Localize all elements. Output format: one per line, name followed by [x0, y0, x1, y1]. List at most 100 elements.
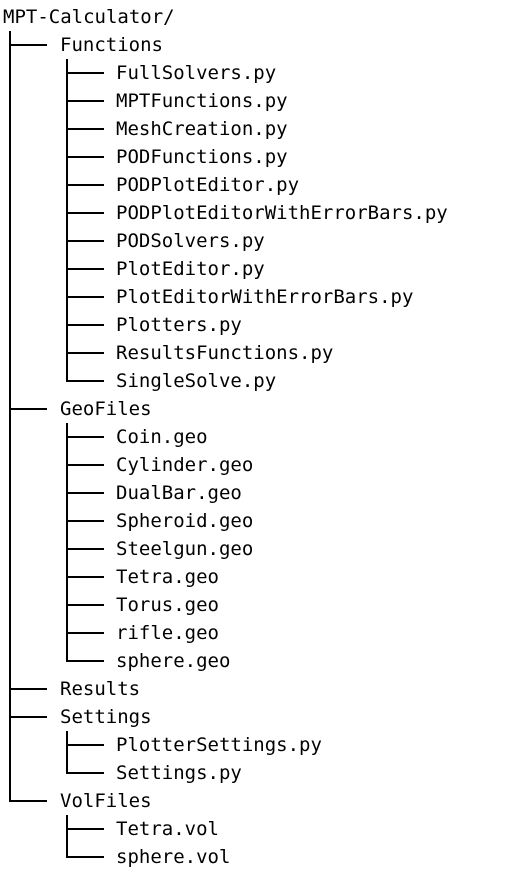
tree-trunk-line [9, 199, 12, 227]
file-item[interactable]: PODFunctions.py [0, 143, 528, 171]
file-item[interactable]: rifle.geo [0, 619, 528, 647]
tree-trunk-line [9, 171, 12, 199]
tree-trunk-line [9, 451, 12, 479]
tree-trunk-line [9, 87, 12, 115]
file-label: Cylinder.geo [116, 454, 254, 476]
folder-label: Functions [60, 34, 163, 56]
tree-trunk-line [9, 59, 12, 87]
tree-trunk-line [9, 339, 12, 367]
tree-branch-connector [66, 563, 106, 591]
file-label: PODPlotEditor.py [116, 174, 300, 196]
file-item[interactable]: PlotterSettings.py [0, 731, 528, 759]
folder-results[interactable]: Results [0, 675, 528, 703]
file-item[interactable]: sphere.geo [0, 647, 528, 675]
tree-branch-connector [66, 815, 106, 843]
tree-trunk-line [9, 591, 12, 619]
file-item[interactable]: Tetra.geo [0, 563, 528, 591]
file-label: Spheroid.geo [116, 510, 254, 532]
tree-branch-connector [66, 255, 106, 283]
file-label: Settings.py [116, 762, 242, 784]
tree-trunk-line [9, 311, 12, 339]
file-label: Steelgun.geo [116, 538, 254, 560]
tree-branch-connector [66, 171, 106, 199]
file-item[interactable]: MeshCreation.py [0, 115, 528, 143]
file-item[interactable]: sphere.vol [0, 843, 528, 871]
file-item[interactable]: Torus.geo [0, 591, 528, 619]
tree-branch-connector [9, 675, 49, 703]
tree-branch-connector [66, 283, 106, 311]
tree-branch-connector [9, 395, 49, 423]
file-item[interactable]: DualBar.geo [0, 479, 528, 507]
tree-branch-connector [66, 619, 106, 647]
file-label: Tetra.vol [116, 818, 219, 840]
file-item[interactable]: PODPlotEditor.py [0, 171, 528, 199]
file-item[interactable]: Spheroid.geo [0, 507, 528, 535]
file-label: Coin.geo [116, 426, 208, 448]
file-item[interactable]: ResultsFunctions.py [0, 339, 528, 367]
tree-branch-connector [66, 59, 106, 87]
tree-branch-connector [66, 535, 106, 563]
file-item[interactable]: Settings.py [0, 759, 528, 787]
file-item[interactable]: Plotters.py [0, 311, 528, 339]
folder-volfiles[interactable]: VolFiles [0, 787, 528, 815]
tree-last-branch-connector [66, 647, 106, 675]
tree-branch-connector [66, 199, 106, 227]
tree-trunk-line [9, 759, 12, 787]
tree-last-branch-connector [66, 759, 106, 787]
file-item[interactable]: Tetra.vol [0, 815, 528, 843]
file-label: Torus.geo [116, 594, 219, 616]
tree-branch-connector [66, 339, 106, 367]
tree-branch-connector [66, 507, 106, 535]
tree-trunk-line [9, 227, 12, 255]
tree-branch-connector [66, 143, 106, 171]
tree-trunk-line [9, 479, 12, 507]
tree-branch-connector [9, 31, 49, 59]
file-item[interactable]: MPTFunctions.py [0, 87, 528, 115]
file-item[interactable]: SingleSolve.py [0, 367, 528, 395]
tree-trunk-line [9, 423, 12, 451]
file-label: MPTFunctions.py [116, 90, 288, 112]
folder-geofiles[interactable]: GeoFiles [0, 395, 528, 423]
file-label: sphere.geo [116, 650, 231, 672]
file-label: PODSolvers.py [116, 230, 265, 252]
file-label: PlotEditorWithErrorBars.py [116, 286, 414, 308]
file-item[interactable]: PODSolvers.py [0, 227, 528, 255]
file-item[interactable]: PlotEditor.py [0, 255, 528, 283]
tree-trunk-line [9, 283, 12, 311]
folder-functions[interactable]: Functions [0, 31, 528, 59]
tree-last-branch-connector [66, 367, 106, 395]
tree-branch-connector [66, 479, 106, 507]
file-label: MeshCreation.py [116, 118, 288, 140]
tree-branch-connector [66, 227, 106, 255]
tree-branch-connector [66, 311, 106, 339]
root-folder-label: MPT-Calculator/ [3, 6, 175, 28]
file-label: sphere.vol [116, 846, 231, 868]
tree-branch-connector [66, 731, 106, 759]
tree-branch-connector [66, 451, 106, 479]
folder-label: Results [60, 678, 141, 700]
file-label: PODPlotEditorWithErrorBars.py [116, 202, 448, 224]
tree-branch-connector [66, 87, 106, 115]
file-item[interactable]: PlotEditorWithErrorBars.py [0, 283, 528, 311]
tree-last-branch-connector [66, 843, 106, 871]
tree-trunk-line [9, 367, 12, 395]
file-item[interactable]: PODPlotEditorWithErrorBars.py [0, 199, 528, 227]
root-folder[interactable]: MPT-Calculator/ [0, 3, 175, 31]
tree-trunk-line [9, 731, 12, 759]
file-item[interactable]: Cylinder.geo [0, 451, 528, 479]
tree-branch-connector [66, 115, 106, 143]
file-label: PlotEditor.py [116, 258, 265, 280]
file-item[interactable]: Steelgun.geo [0, 535, 528, 563]
folder-settings[interactable]: Settings [0, 703, 528, 731]
tree-last-branch-connector [9, 787, 49, 815]
file-label: FullSolvers.py [116, 62, 277, 84]
file-item[interactable]: Coin.geo [0, 423, 528, 451]
file-label: rifle.geo [116, 622, 219, 644]
file-label: Tetra.geo [116, 566, 219, 588]
file-label: PlotterSettings.py [116, 734, 322, 756]
file-item[interactable]: FullSolvers.py [0, 59, 528, 87]
tree-trunk-line [9, 255, 12, 283]
tree-trunk-line [9, 535, 12, 563]
tree-branch-connector [66, 591, 106, 619]
